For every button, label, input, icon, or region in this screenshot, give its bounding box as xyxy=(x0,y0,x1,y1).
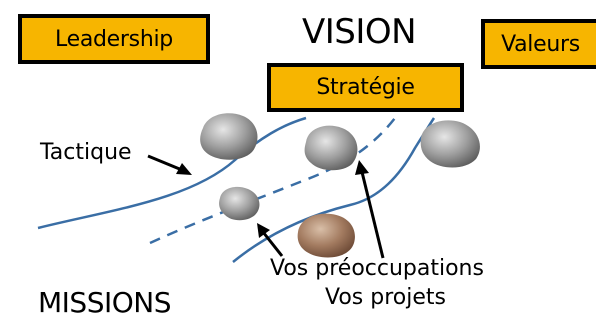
stone-brown xyxy=(297,213,355,258)
projets-label: Vos projets xyxy=(325,285,446,310)
valeurs-label: Valeurs xyxy=(501,31,580,57)
leadership-label: Leadership xyxy=(55,26,173,52)
preoccupations-label: Vos préoccupations xyxy=(270,256,484,281)
arrow-tactique xyxy=(147,154,192,175)
stone-top-middle xyxy=(304,125,358,171)
missions-label: MISSIONS xyxy=(38,286,171,319)
valeurs-box: Valeurs xyxy=(481,19,596,69)
arrow-preoccupations-right xyxy=(355,160,385,259)
left-path-line xyxy=(37,116,307,230)
strategie-box: Stratégie xyxy=(267,63,464,112)
strategie-label: Stratégie xyxy=(316,75,415,100)
vision-label: VISION xyxy=(302,12,417,52)
tactique-label: Tactique xyxy=(40,140,132,165)
leadership-box: Leadership xyxy=(18,14,210,64)
middle-dashed-path-line xyxy=(149,117,396,245)
stone-top-left xyxy=(200,113,258,160)
stone-top-right xyxy=(420,120,480,168)
stone-small-left xyxy=(219,186,260,221)
arrow-preoccupations-left xyxy=(257,223,284,257)
